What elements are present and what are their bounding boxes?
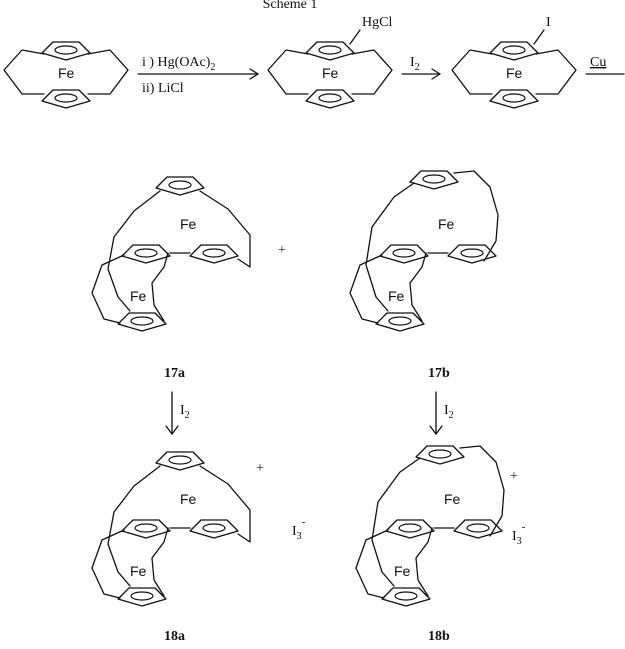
fe-label: Fe: [180, 491, 197, 507]
label-17b: 17b: [428, 366, 450, 381]
counter-anion-18a: I3-: [292, 516, 306, 542]
scheme-title: Scheme 1: [263, 0, 318, 12]
compound-18b: Fe Fe: [356, 446, 504, 606]
label-18b: 18b: [428, 629, 450, 644]
triiodide-subscript: 3: [517, 536, 522, 547]
oxidation-arrow-right: I2: [429, 391, 454, 435]
compound-18a: Fe Fe: [92, 452, 250, 606]
triiodide-charge: -: [522, 521, 526, 533]
fe-label: Fe: [506, 65, 523, 81]
oxidation-arrow-left: I2: [165, 391, 190, 435]
reagent-iodine-subscript: 2: [415, 62, 420, 73]
label-17a: 17a: [164, 366, 185, 381]
ferrocenophane-hgcl: Fe HgCl: [268, 15, 392, 108]
reagent-iodine-right: I: [444, 403, 449, 418]
fe-label: Fe: [394, 563, 411, 579]
reagent-licl: ii) LiCl: [142, 81, 184, 96]
fe-label: Fe: [444, 491, 461, 507]
reaction-arrow-3: Cu: [585, 55, 625, 75]
fe-label: Fe: [322, 65, 339, 81]
reagent-iodine-left-subscript: 2: [185, 410, 190, 421]
svg-text:I2: I2: [410, 55, 420, 73]
svg-text:i ) Hg(OAc)2: i ) Hg(OAc)2: [142, 55, 215, 73]
hgcl-substituent: HgCl: [362, 15, 392, 30]
svg-text:I2: I2: [180, 403, 190, 421]
triiodide-charge: -: [302, 516, 306, 528]
fe-label: Fe: [130, 563, 147, 579]
reaction-arrow-2: I2: [401, 55, 441, 80]
reagent-iodine: I: [410, 55, 415, 70]
plus-sign: +: [278, 243, 286, 258]
reagent-iodine-right-subscript: 2: [449, 410, 454, 421]
fe-label: Fe: [438, 216, 455, 232]
fe-label: Fe: [388, 288, 405, 304]
ferrocenophane-iodo: Fe I: [452, 15, 576, 108]
reagent-copper: Cu: [590, 55, 606, 70]
reagent-hg-oac-subscript: 2: [210, 62, 215, 73]
fe-label: Fe: [180, 216, 197, 232]
label-18a: 18a: [164, 629, 185, 644]
triiodide-subscript: 3: [297, 531, 302, 542]
compound-17b: Fe Fe: [350, 171, 498, 331]
reaction-arrow-1: i ) Hg(OAc)2 ii) LiCl: [137, 55, 259, 96]
triiodide: I: [292, 524, 297, 539]
counter-anion-18b: I3-: [512, 521, 526, 547]
reagent-hg-oac: i ) Hg(OAc): [142, 55, 211, 70]
ferrocenophane-start: Fe: [4, 42, 128, 108]
compound-17a: Fe Fe: [92, 177, 250, 331]
iodo-substituent: I: [546, 15, 551, 30]
reagent-iodine-left: I: [180, 403, 185, 418]
triiodide: I: [512, 529, 517, 544]
fe-label: Fe: [58, 65, 75, 81]
cation-charge-18a: +: [256, 461, 264, 476]
svg-text:I2: I2: [444, 403, 454, 421]
fe-label: Fe: [130, 288, 147, 304]
cation-charge-18b: +: [510, 469, 518, 484]
